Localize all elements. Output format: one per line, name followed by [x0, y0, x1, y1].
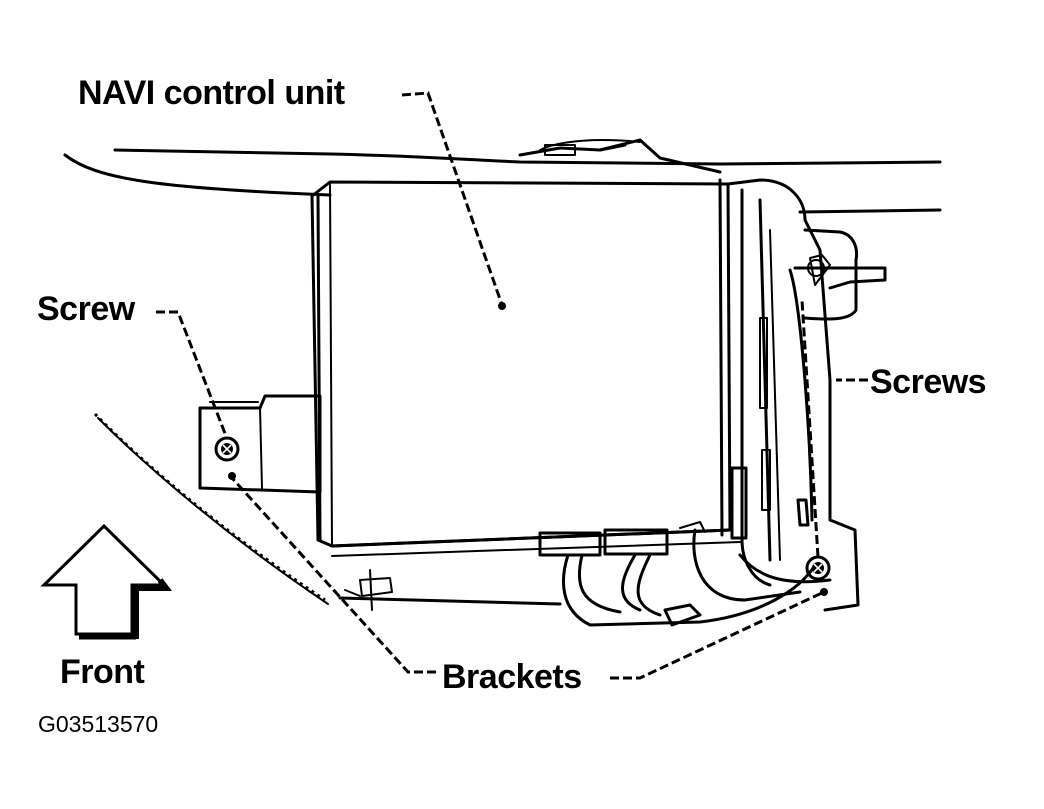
screws-label: Screws: [870, 363, 986, 401]
brackets-label: Brackets: [442, 658, 582, 696]
arrow-up-icon: [40, 523, 172, 640]
screw-icon: [214, 436, 240, 462]
bottom-harness: [338, 521, 817, 627]
navi-control-unit-box: [310, 178, 741, 557]
top-harness: [518, 138, 722, 174]
screw-icon: [807, 259, 825, 277]
navi-control-unit-label: NAVI control unit: [78, 74, 345, 112]
front-label: Front: [60, 653, 145, 691]
right-bracket: [726, 178, 887, 612]
dashboard-outline: [63, 139, 942, 214]
screw-icon: [805, 555, 831, 581]
screw-label: Screw: [37, 290, 136, 328]
antenna-wire: [93, 412, 329, 605]
figure-code: G03513570: [38, 711, 158, 737]
leader-lines: [156, 91, 868, 680]
